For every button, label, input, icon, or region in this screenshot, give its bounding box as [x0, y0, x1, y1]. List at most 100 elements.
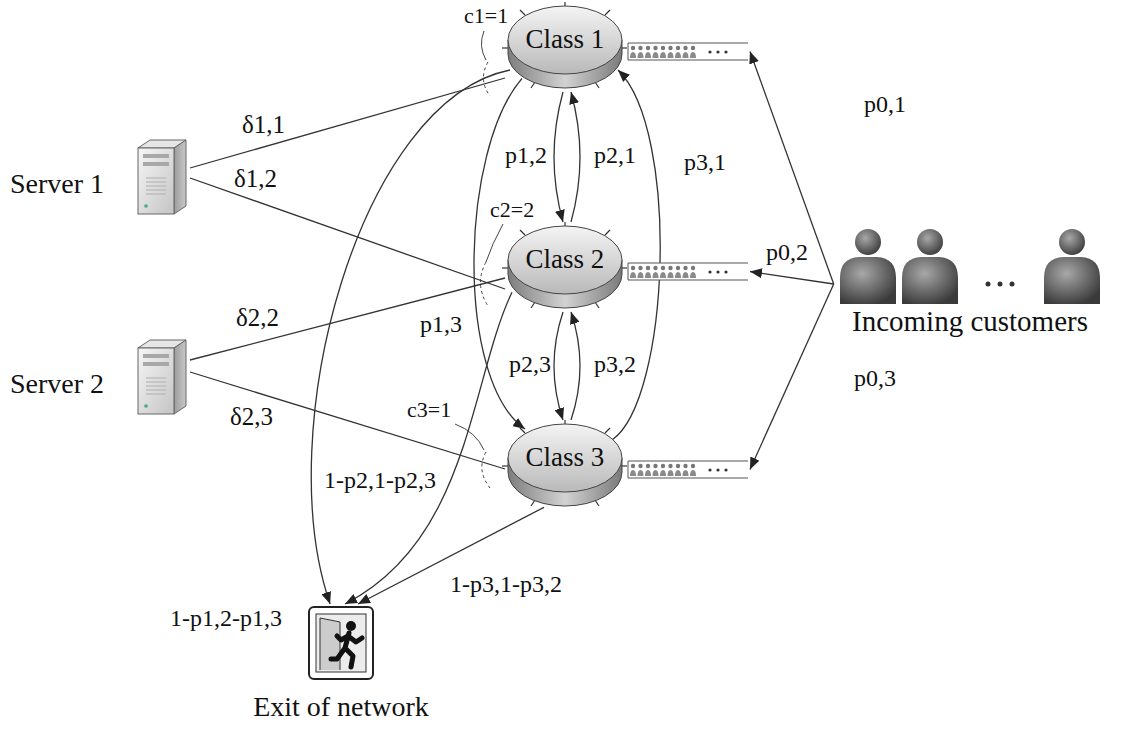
- queue-customer: [653, 464, 657, 468]
- queue-customer: [683, 266, 687, 270]
- queue-customer: [668, 464, 672, 468]
- queue-dots: [708, 270, 711, 273]
- queue-customer: [683, 272, 689, 278]
- queue-customer: [683, 46, 687, 50]
- queue-customer: [653, 266, 657, 270]
- customers-icon: [828, 226, 1112, 306]
- queue-customer: [683, 52, 689, 58]
- server-slot: [143, 154, 169, 158]
- label-anchor: δ1,1: [240, 112, 287, 138]
- service-link: [190, 278, 505, 360]
- label-anchor: p3,1: [682, 150, 728, 175]
- routing-arrow: [554, 92, 563, 222]
- server-icon: [134, 338, 190, 416]
- label-anchor: c1=1: [462, 4, 510, 27]
- queue-customer: [660, 470, 666, 476]
- class-station: Class 1: [505, 2, 750, 92]
- queue-customer: [638, 46, 642, 50]
- queue-dots: [724, 50, 727, 53]
- server-vent: [146, 394, 166, 395]
- queue-customer: [676, 46, 680, 50]
- exit-name: Exit of network: [253, 692, 429, 723]
- queue-customer: [675, 470, 681, 476]
- routing-arrow: [345, 292, 512, 604]
- label-anchor: p3,2: [592, 352, 638, 377]
- disk-spike: [605, 428, 610, 433]
- queue-customer: [691, 266, 695, 270]
- server-node: Server 1: [6, 138, 190, 218]
- server-vent: [146, 190, 166, 191]
- server-vent: [146, 194, 166, 195]
- disk-top: [508, 6, 622, 74]
- disk-spike: [502, 465, 508, 466]
- queue-dots: [716, 50, 719, 53]
- runner-body: [331, 633, 362, 667]
- customer-source: Incoming customers: [828, 226, 1112, 346]
- label-anchor: p1,2: [503, 143, 549, 168]
- edge-label: p0,2: [764, 240, 810, 265]
- person-body: [902, 257, 958, 304]
- label-anchor: p0,1: [862, 92, 908, 117]
- server-vent: [146, 382, 166, 383]
- exit-door: [320, 618, 340, 670]
- server-front: [138, 148, 174, 214]
- label-anchor: p2,3: [507, 352, 553, 377]
- server-vent: [146, 390, 166, 391]
- queue-customer: [668, 52, 674, 58]
- disk-spike: [622, 47, 627, 48]
- server-node: Server 2: [6, 338, 190, 418]
- edge-label: p1,2: [503, 143, 549, 168]
- edge-label: δ2,3: [228, 404, 275, 430]
- edge-label: p2,3: [507, 352, 553, 377]
- person-head: [1059, 229, 1085, 255]
- capacity-label: c3=1: [405, 398, 453, 421]
- queue-customer: [690, 470, 696, 476]
- queue-customer: [676, 464, 680, 468]
- edge-label: p3,2: [592, 352, 638, 377]
- queue-customer: [668, 470, 674, 476]
- queue-customer: [631, 266, 635, 270]
- edge-label: p2,1: [592, 143, 638, 168]
- label-anchor: 1-p3,1-p3,2: [448, 572, 564, 597]
- queue-customer: [646, 464, 650, 468]
- source-name: Incoming customers: [852, 306, 1088, 338]
- label-anchor: c2=2: [488, 198, 536, 221]
- queue-customer: [630, 470, 636, 476]
- disk-spike: [502, 267, 508, 268]
- queue-customer: [661, 266, 665, 270]
- queue-customer: [668, 272, 674, 278]
- queue-dots: [716, 468, 719, 471]
- edge-label: p0,3: [852, 366, 898, 391]
- server-vent: [146, 182, 166, 183]
- edge-label: δ1,1: [240, 112, 287, 138]
- queue-customer: [691, 46, 695, 50]
- disk-spike: [564, 420, 565, 424]
- queue-customer: [660, 52, 666, 58]
- edge-label: p0,1: [862, 92, 908, 117]
- queue-customer: [675, 52, 681, 58]
- exit-icon: [306, 604, 376, 682]
- server-vent: [146, 378, 166, 379]
- queue-customer: [631, 46, 635, 50]
- queue-customer: [690, 52, 696, 58]
- edge-label: p3,1: [682, 150, 728, 175]
- class-station: Class 3: [505, 420, 750, 510]
- disk-spike: [564, 222, 565, 226]
- queue-customer: [645, 272, 651, 278]
- queue-outline: [628, 263, 748, 280]
- disk-spike: [502, 47, 508, 48]
- queue-customer: [646, 46, 650, 50]
- queue-customer: [683, 464, 687, 468]
- server-led: [144, 404, 148, 408]
- queue-customer: [668, 266, 672, 270]
- label-anchor: δ2,3: [228, 404, 275, 430]
- edge-label: 1-p1,2-p1,3: [168, 606, 284, 631]
- person-head: [855, 229, 881, 255]
- ellipsis-dot: [1010, 282, 1015, 287]
- disk-spike: [605, 230, 610, 235]
- disk-top: [508, 424, 622, 492]
- edge-label: 1-p3,1-p3,2: [448, 572, 564, 597]
- queue-customer: [638, 470, 644, 476]
- exit-doorway: [316, 614, 366, 672]
- queue-customer: [638, 464, 642, 468]
